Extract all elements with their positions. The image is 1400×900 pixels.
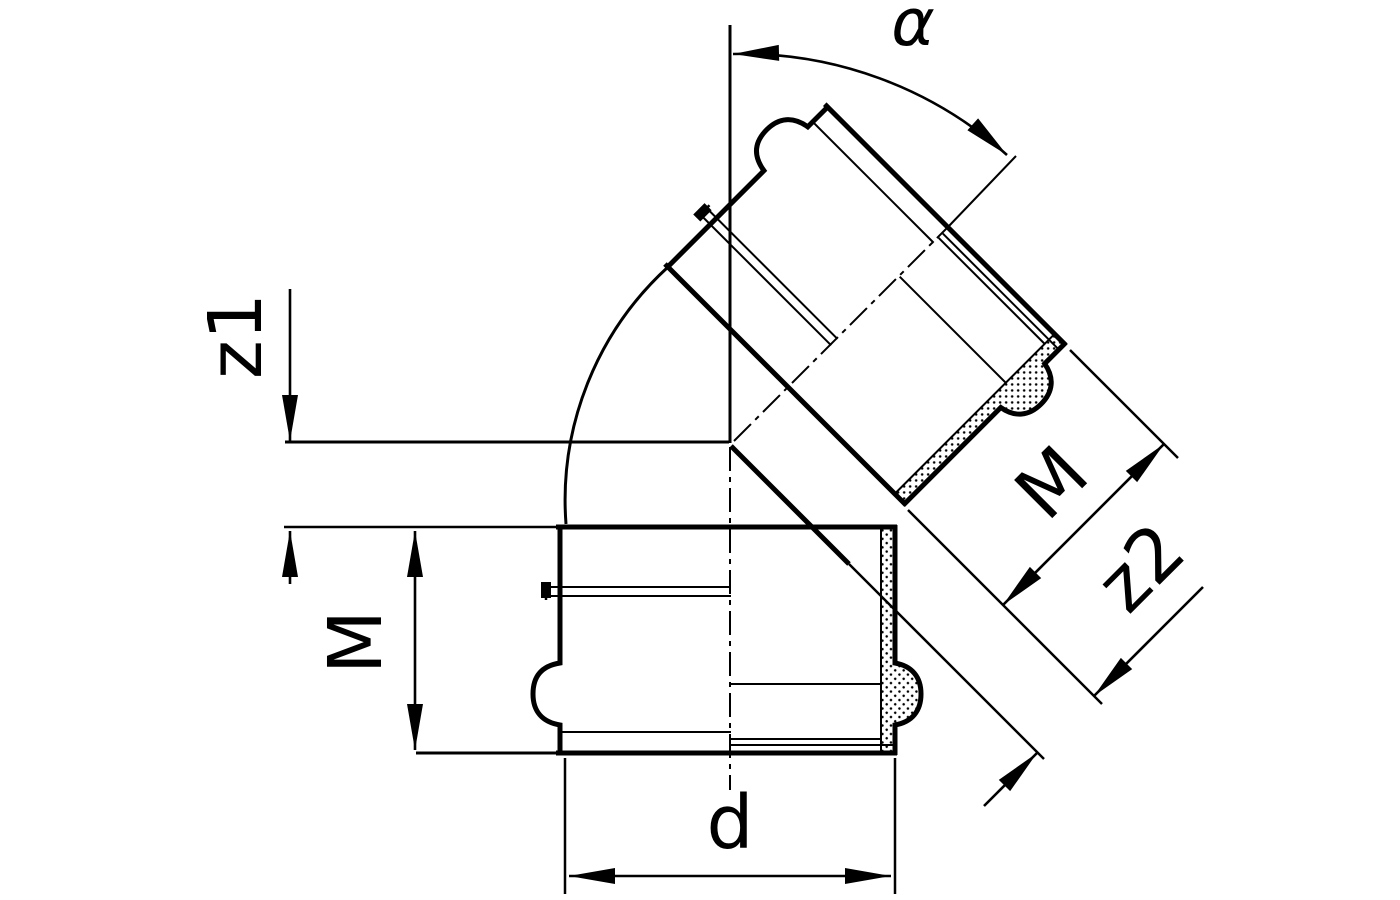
m-left-label: M xyxy=(313,610,399,674)
elbow-outer-arc xyxy=(563,265,670,525)
inclined-axis-centerline xyxy=(733,226,949,442)
mouth-extension-line-right xyxy=(1069,349,1179,459)
reference-plane-extension-line xyxy=(848,563,1045,760)
m-right-dimension-line xyxy=(1002,443,1165,606)
alpha-dimension-arc xyxy=(732,44,1008,156)
dimension-z1: z1 xyxy=(193,289,298,584)
dimension-d: d xyxy=(569,780,891,884)
dimension-alpha: α xyxy=(732,0,1008,156)
z2-arrow-upper xyxy=(1093,586,1204,697)
z2-arrow-lower xyxy=(983,752,1038,807)
alpha-label: α xyxy=(891,0,935,61)
inner-crotch-edge xyxy=(729,444,851,566)
shoulder-extension-line-right xyxy=(907,509,1103,705)
z1-label: z1 xyxy=(193,293,279,379)
dimension-m-left: M xyxy=(313,531,423,750)
d-label: d xyxy=(707,780,754,866)
inclined-axis-extension-line xyxy=(947,155,1017,228)
